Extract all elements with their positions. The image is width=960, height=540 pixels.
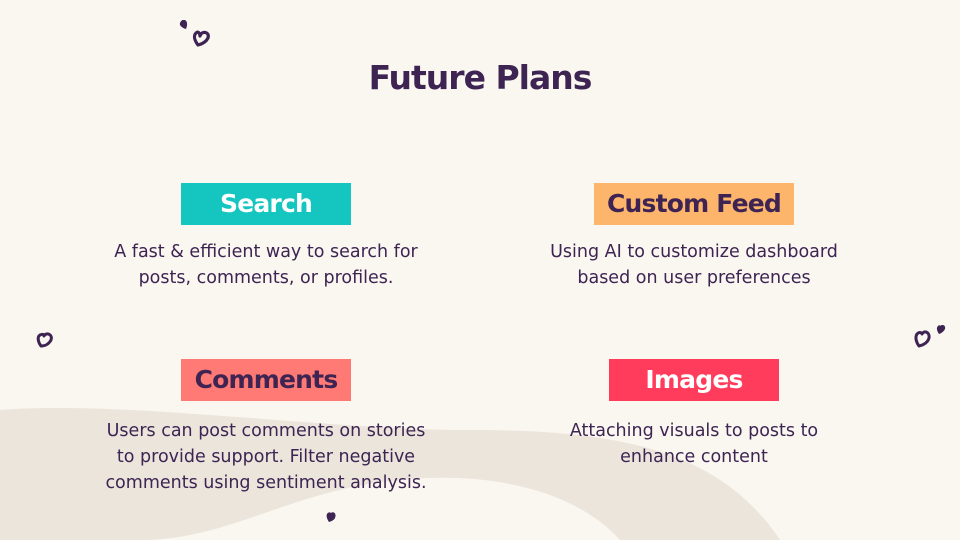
search-label: Search [181, 183, 351, 225]
custom-feed-label: Custom Feed [594, 183, 794, 225]
heart-icon [179, 20, 210, 47]
comments-label: Comments [181, 359, 351, 401]
images-label: Images [609, 359, 779, 401]
heart-icon [36, 332, 53, 348]
custom-feed-description: Using AI to customize dashboard based on… [550, 242, 838, 288]
heart-icon [914, 325, 946, 348]
comments-description: Users can post comments on stories to pr… [105, 421, 427, 493]
heart-icon [326, 512, 336, 522]
page-title: Future Plans [368, 58, 593, 97]
search-description: A fast & efficient way to search for pos… [114, 242, 418, 288]
images-description: Attaching visuals to posts to enhance co… [569, 421, 819, 467]
